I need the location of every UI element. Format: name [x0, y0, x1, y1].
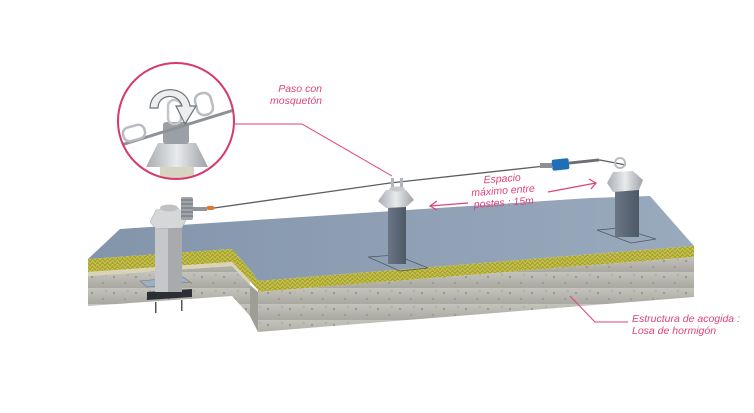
slab-side-right [258, 257, 694, 332]
annotation-carabiner-pass-line2: mosquetón [270, 95, 322, 107]
detail-magnifier [117, 62, 235, 180]
waterproofing-layer-left [88, 249, 258, 290]
leader-support-structure [569, 295, 628, 323]
post-cap-cone [146, 143, 208, 167]
leader-carabiner-pass [234, 123, 393, 177]
annotation-support-structure-line2: Losa de hormigón [632, 325, 717, 337]
end-post-right [596, 171, 657, 244]
shock-absorber-icon [181, 197, 193, 220]
annotation-carabiner-pass: Paso con mosquetón [252, 83, 322, 107]
end-post-left [139, 197, 214, 313]
spacing-arrow-left-icon [428, 200, 469, 211]
annotation-max-spacing: Espacio máximo entre postes : 15m [462, 170, 544, 211]
cable-tensioner [540, 157, 626, 171]
annotation-support-structure-line1: Estructura de acogida : [632, 313, 740, 325]
waterproofing-layer-right [258, 246, 694, 292]
annotation-carabiner-pass-line1: Paso con [278, 83, 322, 95]
annotation-support-structure: Estructura de acogida : Losa de hormigón [632, 313, 754, 337]
rotation-arrow-icon [149, 89, 198, 126]
spacing-arrow-right-icon [547, 178, 597, 193]
intermediate-post [367, 178, 429, 272]
